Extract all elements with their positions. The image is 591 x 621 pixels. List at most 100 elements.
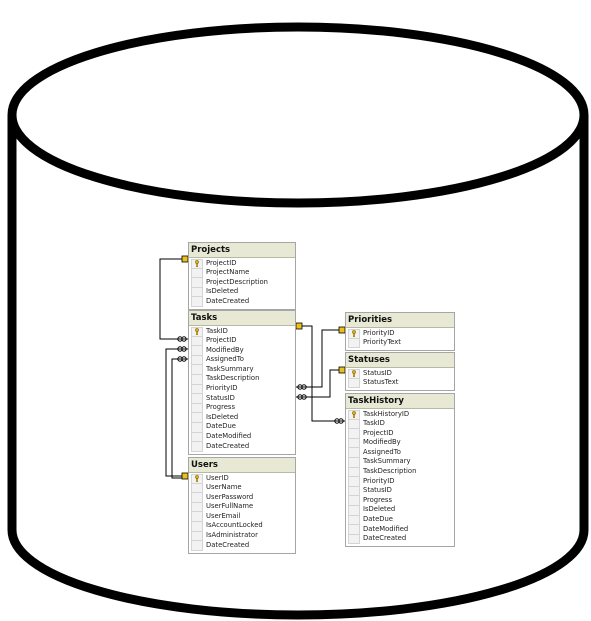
row-selector xyxy=(191,297,203,307)
field-row[interactable]: UserName xyxy=(191,483,293,494)
field-row[interactable]: ProjectID xyxy=(348,429,452,439)
field-name: TaskHistoryID xyxy=(363,409,410,418)
row-selector xyxy=(348,419,360,430)
field-row[interactable]: Progress xyxy=(348,496,452,506)
primary-key-icon xyxy=(352,411,356,419)
row-selector xyxy=(348,438,360,449)
field-row[interactable]: PriorityID xyxy=(348,477,452,487)
field-row[interactable]: Progress xyxy=(191,403,293,414)
row-selector xyxy=(191,365,203,375)
field-name: DateCreated xyxy=(206,540,250,549)
field-name: PriorityID xyxy=(363,476,395,485)
field-row[interactable]: DateCreated xyxy=(191,297,293,307)
field-row[interactable]: DateCreated xyxy=(348,534,452,545)
table-title: Priorities xyxy=(346,313,454,328)
row-selector xyxy=(191,259,203,269)
field-name: IsAdministrator xyxy=(206,531,258,540)
field-row[interactable]: TaskID xyxy=(191,327,293,337)
field-row[interactable]: TaskDescription xyxy=(191,374,293,385)
row-selector xyxy=(348,378,360,389)
field-row[interactable]: IsDeleted xyxy=(191,413,293,423)
row-selector xyxy=(348,525,360,535)
field-row[interactable]: ProjectID xyxy=(191,336,293,347)
row-selector xyxy=(348,410,360,420)
field-row[interactable]: UserID xyxy=(191,474,293,484)
field-name: DateDue xyxy=(206,422,236,431)
row-selector xyxy=(191,403,203,414)
field-row[interactable]: DateCreated xyxy=(191,442,293,452)
table-title: Users xyxy=(189,458,295,473)
field-name: PriorityID xyxy=(206,384,238,393)
field-name: DateModified xyxy=(206,432,252,441)
field-row[interactable]: ProjectName xyxy=(191,268,293,279)
field-row[interactable]: AssignedTo xyxy=(191,355,293,366)
field-row[interactable]: IsAccountLocked xyxy=(191,521,293,532)
field-name: ModifiedBy xyxy=(206,345,244,354)
field-row[interactable]: StatusID xyxy=(348,369,452,379)
field-name: PriorityID xyxy=(363,328,395,337)
field-name: UserFullName xyxy=(206,502,254,511)
row-selector xyxy=(191,374,203,385)
row-selector xyxy=(191,336,203,347)
field-row[interactable]: StatusID xyxy=(348,486,452,497)
table-title: Projects xyxy=(189,243,295,258)
field-name: TaskSummary xyxy=(206,364,254,373)
field-row[interactable]: PriorityID xyxy=(191,384,293,395)
field-row[interactable]: TaskSummary xyxy=(191,365,293,375)
row-selector xyxy=(191,512,203,522)
field-row[interactable]: DateCreated xyxy=(191,541,293,551)
field-row[interactable]: UserEmail xyxy=(191,512,293,522)
field-row[interactable]: ProjectID xyxy=(191,259,293,269)
field-row[interactable]: TaskID xyxy=(348,419,452,430)
field-name: StatusText xyxy=(363,378,399,387)
field-row[interactable]: PriorityID xyxy=(348,329,452,339)
field-row[interactable]: ModifiedBy xyxy=(191,346,293,356)
row-selector xyxy=(191,432,203,443)
field-name: StatusID xyxy=(363,486,392,495)
field-name: UserEmail xyxy=(206,511,241,520)
field-row[interactable]: DateModified xyxy=(191,432,293,443)
field-row[interactable]: DateDue xyxy=(348,515,452,526)
field-name: ProjectDescription xyxy=(206,277,268,286)
field-row[interactable]: TaskDescription xyxy=(348,467,452,478)
field-name: Progress xyxy=(363,495,393,504)
row-selector xyxy=(191,278,203,288)
field-name: Progress xyxy=(206,403,236,412)
field-row[interactable]: PriorityText xyxy=(348,338,452,349)
row-selector xyxy=(191,502,203,513)
field-name: PriorityText xyxy=(363,338,401,347)
field-name: IsDeleted xyxy=(206,412,239,421)
field-row[interactable]: IsAdministrator xyxy=(191,531,293,542)
row-selector xyxy=(348,477,360,487)
field-row[interactable]: AssignedTo xyxy=(348,448,452,458)
field-row[interactable]: UserPassword xyxy=(191,493,293,503)
table-title: Statuses xyxy=(346,353,454,368)
field-row[interactable]: ProjectDescription xyxy=(191,278,293,288)
field-row[interactable]: IsDeleted xyxy=(348,505,452,516)
field-row[interactable]: StatusText xyxy=(348,378,452,389)
row-selector xyxy=(191,483,203,494)
primary-key-icon xyxy=(195,260,199,268)
field-row[interactable]: DateModified xyxy=(348,525,452,535)
row-selector xyxy=(191,442,203,452)
field-row[interactable]: DateDue xyxy=(191,422,293,433)
field-row[interactable]: TaskHistoryID xyxy=(348,410,452,420)
field-row[interactable]: IsDeleted xyxy=(191,287,293,298)
row-selector xyxy=(348,329,360,339)
primary-key-icon xyxy=(195,328,199,336)
field-row[interactable]: StatusID xyxy=(191,394,293,404)
field-row[interactable]: TaskSummary xyxy=(348,457,452,468)
row-selector xyxy=(191,541,203,551)
field-row[interactable]: ModifiedBy xyxy=(348,438,452,449)
field-row[interactable]: UserFullName xyxy=(191,502,293,513)
row-selector xyxy=(191,268,203,279)
